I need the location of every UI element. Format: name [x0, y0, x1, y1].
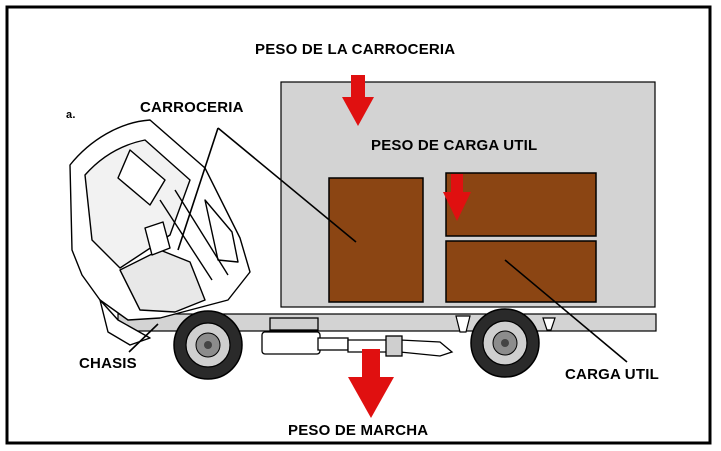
leader-carroceria-body [217, 127, 357, 243]
cargo-block-top-right [445, 172, 597, 237]
label-stray-mark: a. [66, 109, 76, 121]
label-payload-weight: PESO DE CARGA UTIL [371, 137, 538, 154]
label-body: CARROCERIA [140, 99, 244, 116]
outer-frame [5, 5, 712, 445]
arrow-running-weight [348, 349, 394, 418]
label-body-weight: PESO DE LA CARROCERIA [255, 41, 456, 58]
leader-chasis [128, 323, 159, 353]
leader-carga-util [504, 259, 628, 363]
cargo-block-bottom-right [445, 240, 597, 303]
cargo-block-left [328, 177, 424, 303]
rear-wheel [470, 308, 540, 378]
front-wheel [173, 310, 243, 380]
truck-cab [69, 119, 251, 346]
label-running-weight: PESO DE MARCHA [288, 422, 429, 439]
label-payload: CARGA UTIL [565, 366, 659, 383]
arrow-payload-weight [443, 174, 471, 221]
label-chassis: CHASIS [79, 355, 137, 372]
arrow-body-weight [342, 75, 374, 126]
leader-carroceria-cab [177, 127, 219, 251]
chassis-brackets [455, 315, 556, 333]
